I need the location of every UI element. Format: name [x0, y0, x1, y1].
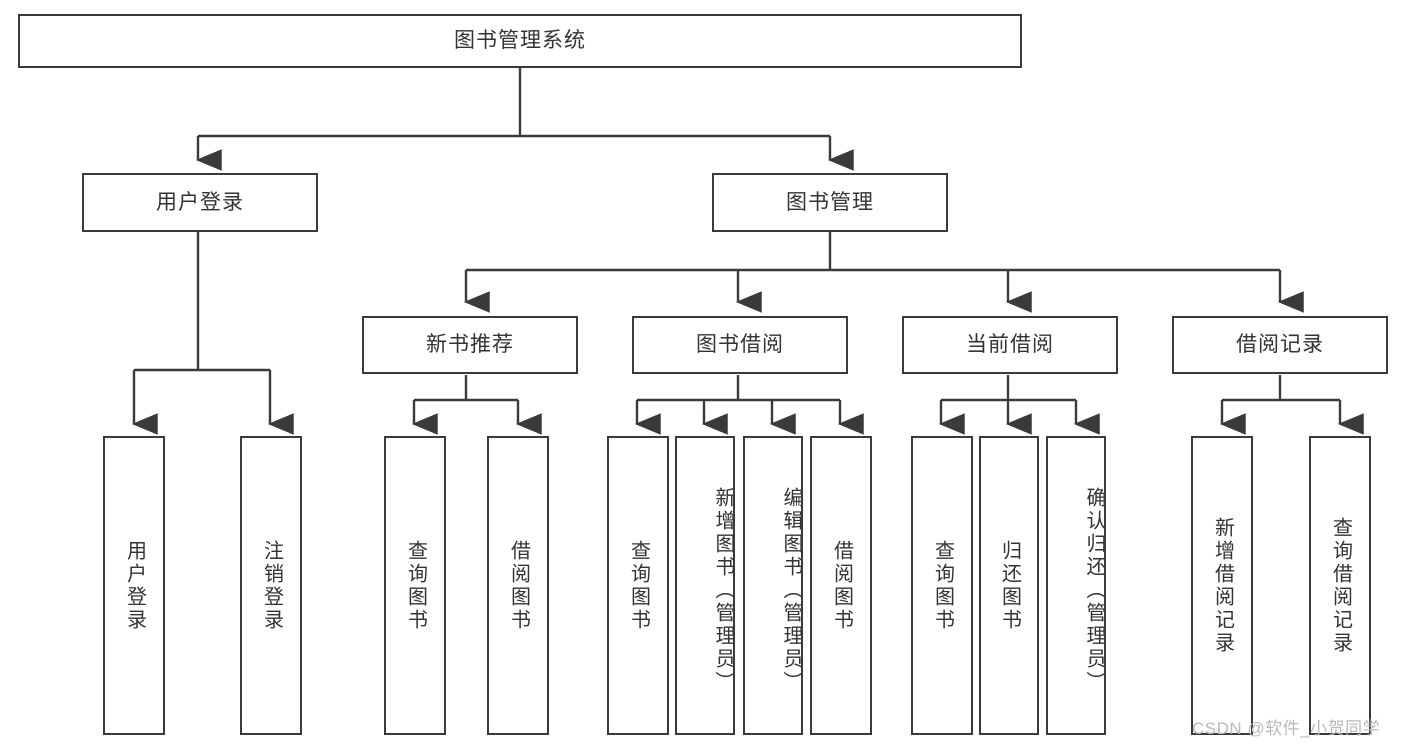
node-new-book-recommend[interactable]: 新书推荐 — [362, 316, 578, 374]
node-label: 注销登录 — [260, 539, 283, 632]
node-label: 查询借阅记录 — [1329, 516, 1352, 655]
node-current-borrow[interactable]: 当前借阅 — [902, 316, 1118, 374]
csdn-watermark: CSDN @软件_小贺同学 — [1192, 719, 1381, 738]
node-label: 新增借阅记录 — [1211, 516, 1234, 655]
node-label: 查询图书 — [931, 539, 954, 632]
node-label: 图书借阅 — [696, 333, 784, 357]
node-label: 借阅图书 — [507, 539, 530, 632]
leaf-current-confirm-return-admin[interactable]: 确认归还（管理员） — [1046, 436, 1106, 735]
leaf-user-login-logout[interactable]: 注销登录 — [240, 436, 302, 735]
node-label: 编辑图书（管理员） — [780, 487, 802, 694]
node-book-management[interactable]: 图书管理 — [712, 173, 948, 232]
node-label: 新增图书（管理员） — [712, 487, 734, 694]
node-label: 当前借阅 — [966, 333, 1054, 357]
node-borrow-record[interactable]: 借阅记录 — [1172, 316, 1388, 374]
node-label: 查询图书 — [627, 539, 650, 632]
leaf-borrow-query-book[interactable]: 查询图书 — [607, 436, 669, 735]
node-book-borrow[interactable]: 图书借阅 — [632, 316, 848, 374]
leaf-current-return-book[interactable]: 归还图书 — [979, 436, 1039, 735]
leaf-user-login-login[interactable]: 用户登录 — [103, 436, 165, 735]
node-label: 用户登录 — [123, 539, 146, 632]
node-label: 用户登录 — [156, 190, 244, 214]
node-root-system[interactable]: 图书管理系统 — [18, 14, 1022, 68]
leaf-recommend-query-book[interactable]: 查询图书 — [384, 436, 446, 735]
node-label: 确认归还（管理员） — [1083, 487, 1105, 694]
leaf-recommend-borrow-book[interactable]: 借阅图书 — [487, 436, 549, 735]
leaf-borrow-edit-book-admin[interactable]: 编辑图书（管理员） — [743, 436, 803, 735]
node-user-login[interactable]: 用户登录 — [82, 173, 318, 232]
node-label: 借阅图书 — [830, 539, 853, 632]
leaf-current-query-book[interactable]: 查询图书 — [911, 436, 973, 735]
node-label: 归还图书 — [998, 539, 1021, 632]
node-label: 图书管理 — [786, 190, 874, 214]
node-label: 新书推荐 — [426, 333, 514, 357]
leaf-record-query-record[interactable]: 查询借阅记录 — [1309, 436, 1371, 735]
node-label: 图书管理系统 — [454, 29, 586, 53]
leaf-borrow-add-book-admin[interactable]: 新增图书（管理员） — [675, 436, 735, 735]
node-label: 借阅记录 — [1236, 333, 1324, 357]
leaf-borrow-borrow-book[interactable]: 借阅图书 — [810, 436, 872, 735]
node-label: 查询图书 — [404, 539, 427, 632]
leaf-record-add-record[interactable]: 新增借阅记录 — [1191, 436, 1253, 735]
